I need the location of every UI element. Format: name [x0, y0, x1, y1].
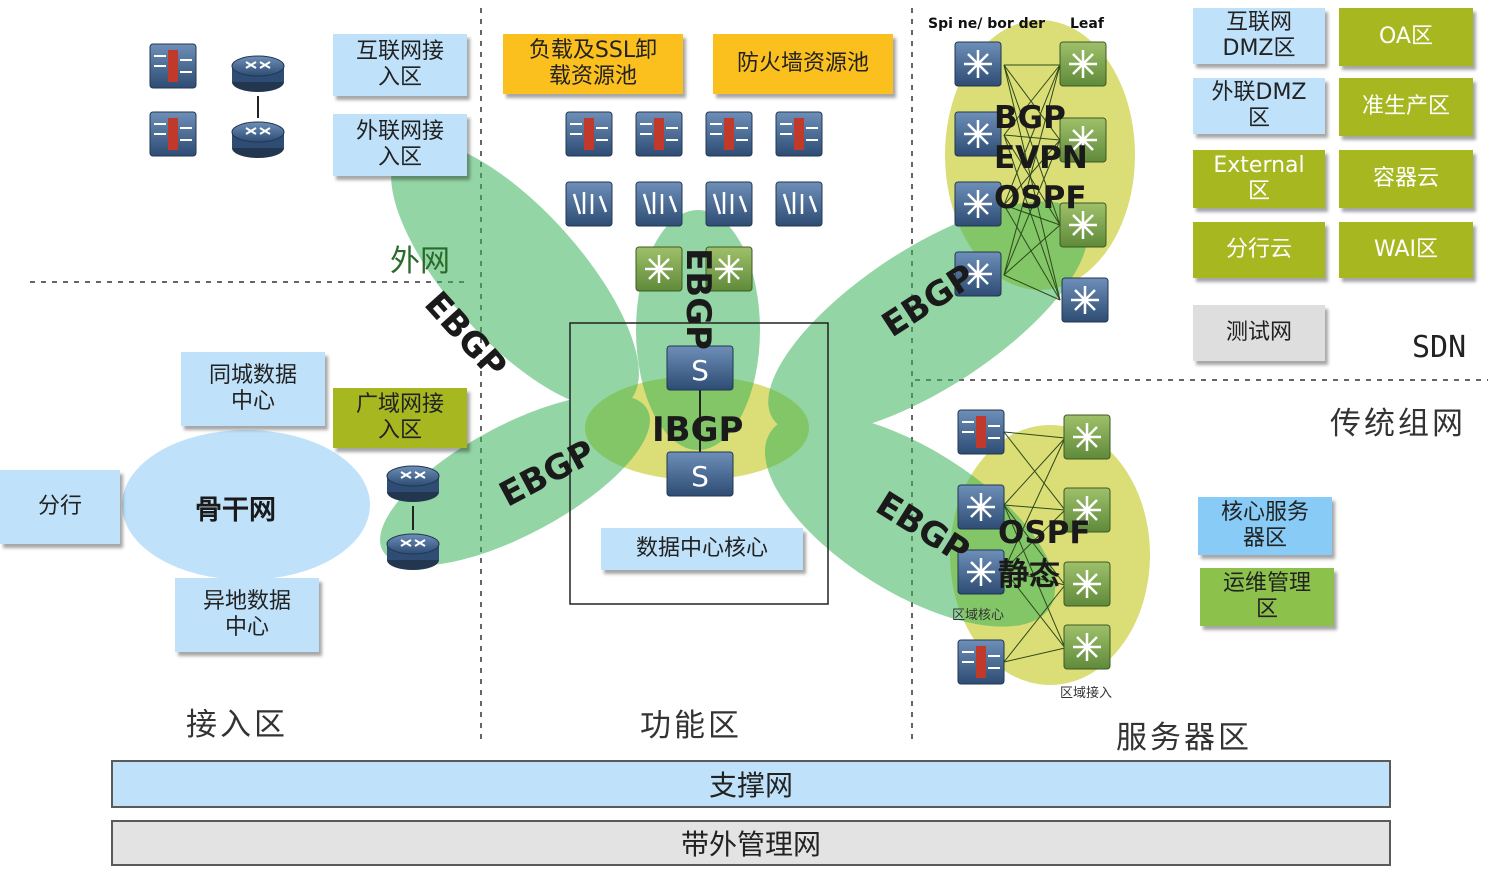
area-access-label: 区域接入 [1060, 686, 1113, 701]
ops-mgmt-zone: 运维管理 区 [1200, 568, 1334, 626]
dc-core-label: 数据中心核心 [601, 528, 803, 570]
sdn-area-internet-dmz: 互联网 DMZ区 [1193, 8, 1325, 64]
leaf-label: Leaf [1070, 16, 1104, 32]
sdn-area-branch-cloud: 分行云 [1193, 222, 1325, 278]
remote-dc: 异地数据 中心 [175, 578, 319, 652]
petal-extranet [391, 141, 639, 409]
support-network-bar: 支撑网 [111, 760, 1391, 808]
sdn-mesh [1003, 64, 1061, 301]
sdn-area-test: 测试网 [1193, 305, 1325, 361]
sdn-area-extranet-dmz: 外联DMZ 区 [1193, 78, 1325, 134]
sdn-protocols: BGP EVPN OSPF [994, 100, 1088, 216]
sdn-area-external: External 区 [1193, 150, 1325, 208]
sdn-area-preprod: 准生产区 [1339, 78, 1473, 136]
backbone-ellipse [122, 430, 370, 580]
core-service-zone: 核心服务 器区 [1198, 497, 1332, 555]
access-zone-label: 接入区 [186, 707, 288, 743]
ibgp-label: IBGP [652, 410, 744, 450]
spine-border-label: Spi ne/ bor der [928, 16, 1046, 32]
traditional-label: 传统组网 [1330, 406, 1466, 442]
backbone-label: 骨干网 [195, 495, 276, 526]
ebgp-label-function: EBGP [678, 248, 718, 350]
extranet-access-zone: 外联网接 入区 [333, 114, 467, 176]
dc-core-frame [569, 322, 829, 605]
traditional-mesh [1003, 431, 1066, 663]
access-devices [149, 43, 440, 571]
wan-access-zone: 广域网接 入区 [333, 388, 467, 448]
sdn-label: SDN [1412, 330, 1467, 365]
branch-box: 分行 [0, 470, 120, 544]
firewall-pool: 防火墙资源池 [713, 34, 893, 94]
extranet-prefix-label: 外网 [390, 244, 450, 279]
sdn-area-wai: WAI区 [1339, 222, 1473, 278]
area-core-label: 区域核心 [952, 608, 1005, 623]
function-zone-label: 功能区 [640, 708, 742, 744]
traditional-protocols: OSPF 静态 [998, 515, 1091, 593]
server-zone-label: 服务器区 [1116, 720, 1252, 756]
sdn-area-container-cloud: 容器云 [1339, 150, 1473, 208]
petal-wan [380, 394, 650, 566]
lb-ssl-pool: 负载及SSL卸 载资源池 [503, 34, 683, 94]
internet-access-zone: 互联网接 入区 [333, 34, 467, 96]
local-dc: 同城数据 中心 [181, 352, 325, 426]
function-devices [564, 111, 824, 497]
oob-management-bar: 带外管理网 [111, 820, 1391, 866]
sdn-area-oa: OA区 [1339, 8, 1473, 66]
